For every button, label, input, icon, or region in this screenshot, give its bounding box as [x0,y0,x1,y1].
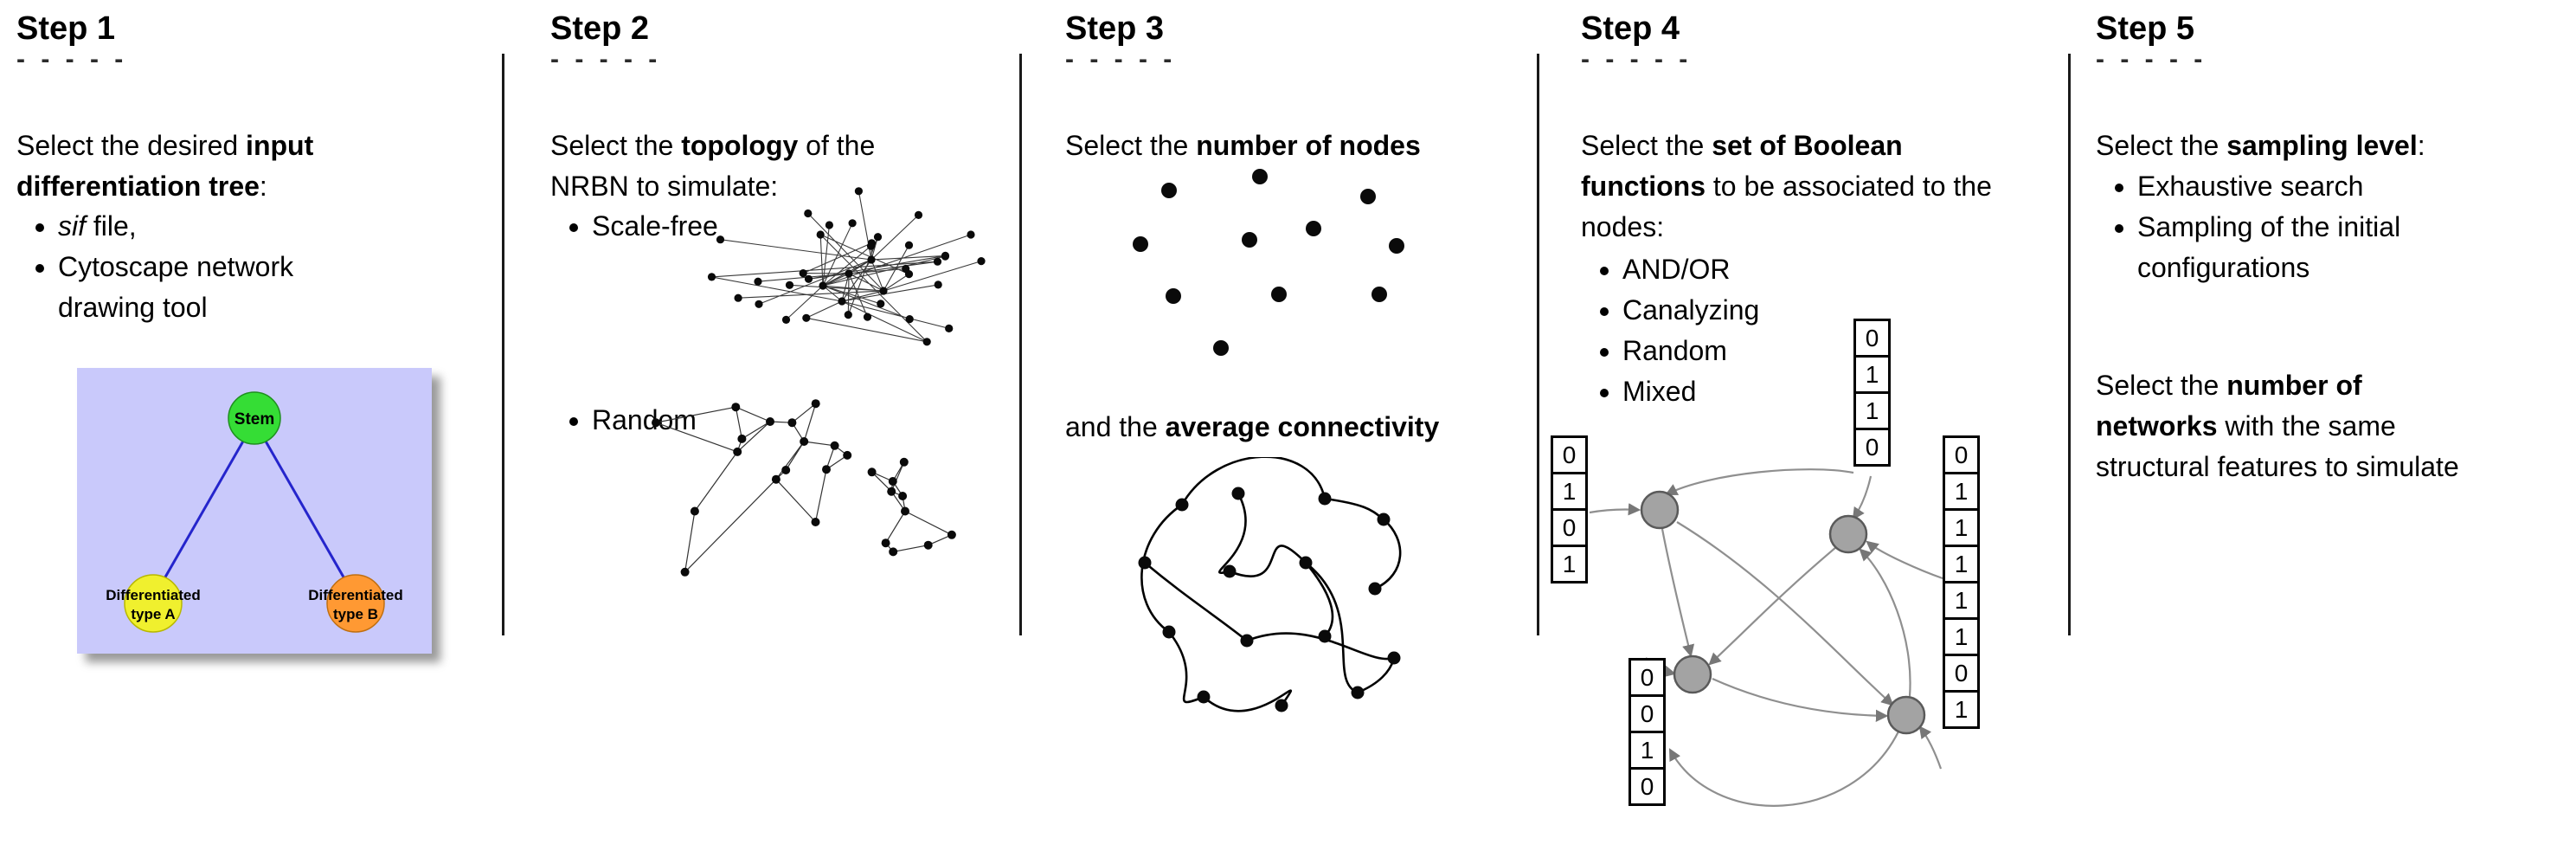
step1-dashes: - - - - - [16,45,128,74]
boolean-network-graphic: 0 1 0 1 0 1 1 0 0 0 1 0 0 1 1 1 1 1 0 1 [1549,319,2033,838]
edge-leftstrip-to-node1 [1589,503,1641,516]
tree-edge-left [151,421,256,599]
step2-bullet-random: Random [592,400,810,441]
differentiation-tree-svg: Stem Differentiated type A Differentiate… [77,368,432,654]
stem-node [228,391,281,445]
step4-bullet-mixed: Mixed [1622,371,1996,412]
edge-node2-to-node3 [1708,546,1837,666]
truth-table-cell: 0 [1943,435,1980,474]
truth-table-cell: 1 [1943,617,1980,656]
truth-table-cell: 1 [1853,355,1891,394]
step4-bullet-list: AND/OR Canalyzing Random Mixed [1581,249,1996,412]
step4-column: Step 4 - - - - - Select the set of Boole… [1551,0,2065,851]
step2-column: Step 2 - - - - - Select the topology of … [550,0,1018,851]
step5-bullet-exhaustive: Exhaustive search [2137,166,2576,207]
step1-title: Step 1 [16,10,116,47]
step1-column: Step 1 - - - - - Select the desired inpu… [16,0,488,851]
connectivity-network-graphic [1138,457,1402,712]
boolean-network-svg [1589,468,1943,807]
edge-node1-to-node4 [1676,521,1894,706]
boolean-node-4 [1886,695,1926,735]
step4-bullet-canalyzing: Canalyzing [1622,290,1996,331]
truth-table-cell: 0 [1628,767,1666,806]
type-b-label-line2: type B [333,606,378,622]
step3-line2: and the average connectivity [1065,411,1440,442]
truth-table-left: 0 1 0 1 [1551,435,1588,583]
step2-title: Step 2 [550,10,650,47]
scale-free-network-graphic [707,187,986,346]
tree-edge-right [253,421,357,599]
step3-dashes: - - - - - [1065,45,1177,74]
edge-topstrip-to-node2 [1852,475,1873,520]
type-b-node [326,574,385,633]
step2-bullet-scale-free-wrap: Scale-free [550,206,810,247]
column-divider [502,54,504,635]
step4-title: Step 4 [1581,10,1680,47]
boolean-node-3 [1673,654,1712,694]
step5-dashes: - - - - - [2096,45,2207,74]
step5-intro: Select the sampling level: [2096,130,2425,161]
edge-node1-to-node3 [1661,528,1695,658]
boolean-node-2 [1828,514,1868,554]
truth-table-top: 0 1 1 0 [1853,319,1891,467]
step5-column: Step 5 - - - - - Select the sampling lev… [2096,0,2576,851]
edge-rightstrip-to-node4 [1918,725,1943,770]
nodes-dots-graphic [1133,169,1404,356]
step1-bullet-list: sif file, Cytoscape network drawing tool [16,206,389,328]
column-divider [1019,54,1022,635]
edge-node3-to-node4 [1712,677,1889,722]
truth-table-right: 0 1 1 1 1 1 0 1 [1943,435,1980,729]
truth-table-cell: 1 [1943,690,1980,729]
edge-node4-to-node2 [1859,548,1911,697]
truth-table-cell: 0 [1853,319,1891,358]
truth-table-cell: 1 [1551,472,1588,511]
step2-dashes: - - - - - [550,45,662,74]
truth-table-cell: 1 [1853,391,1891,430]
step1-intro: Select the desired input differentiation… [16,130,314,202]
step2-intro: Select the topology of the NRBN to simul… [550,130,876,202]
step3-column: Step 3 - - - - - Select the number of no… [1065,0,1550,851]
truth-table-cell: 0 [1853,428,1891,467]
type-b-label-line1: Differentiated [308,587,403,603]
step4-intro: Select the set of Boolean functions to b… [1581,130,1992,242]
edge-topstrip-to-node1 [1665,468,1854,495]
step4-bullet-and-or: AND/OR [1622,249,1996,290]
step2-bullet-random-wrap: Random [550,400,810,441]
step1-bullet-cytoscape: Cytoscape network drawing tool [58,247,389,328]
truth-table-cell: 0 [1628,658,1666,697]
random-network-graphic [652,399,956,577]
type-a-node [124,574,183,633]
column-divider [1537,54,1539,635]
truth-table-cell: 0 [1551,508,1588,547]
truth-table-cell: 1 [1628,731,1666,770]
type-a-label-line2: type A [131,606,175,622]
truth-table-cell: 1 [1943,472,1980,511]
truth-table-cell: 0 [1628,694,1666,733]
step2-bullet-scale-free: Scale-free [592,206,810,247]
truth-table-cell: 1 [1551,545,1588,583]
truth-table-cell: 0 [1551,435,1588,474]
step4-bullet-random: Random [1622,331,1996,371]
boolean-node-1 [1640,490,1680,530]
step3-title: Step 3 [1065,10,1165,47]
differentiation-tree-graphic: Stem Differentiated type A Differentiate… [77,368,432,654]
truth-table-cell: 1 [1943,545,1980,583]
step5-bullet-list: Exhaustive search Sampling of the initia… [2096,166,2576,288]
truth-table-cell: 1 [1943,508,1980,547]
type-a-label-line1: Differentiated [106,587,201,603]
step5-bullet-sampling: Sampling of the initial configurations [2137,207,2576,288]
edge-rightstrip-to-node2 [1866,540,1943,580]
step5-title: Step 5 [2096,10,2195,47]
step1-bullet-sif-file: sif file, [58,206,389,247]
truth-table-cell: 1 [1943,581,1980,620]
step4-dashes: - - - - - [1581,45,1693,74]
truth-table-cell: 0 [1943,654,1980,693]
column-divider [2068,54,2071,635]
step3-line1: Select the number of nodes [1065,130,1421,161]
stem-label: Stem [234,410,274,429]
truth-table-bottom-left: 0 0 1 0 [1628,658,1666,806]
edge-node4-loop-bottom [1668,731,1899,807]
